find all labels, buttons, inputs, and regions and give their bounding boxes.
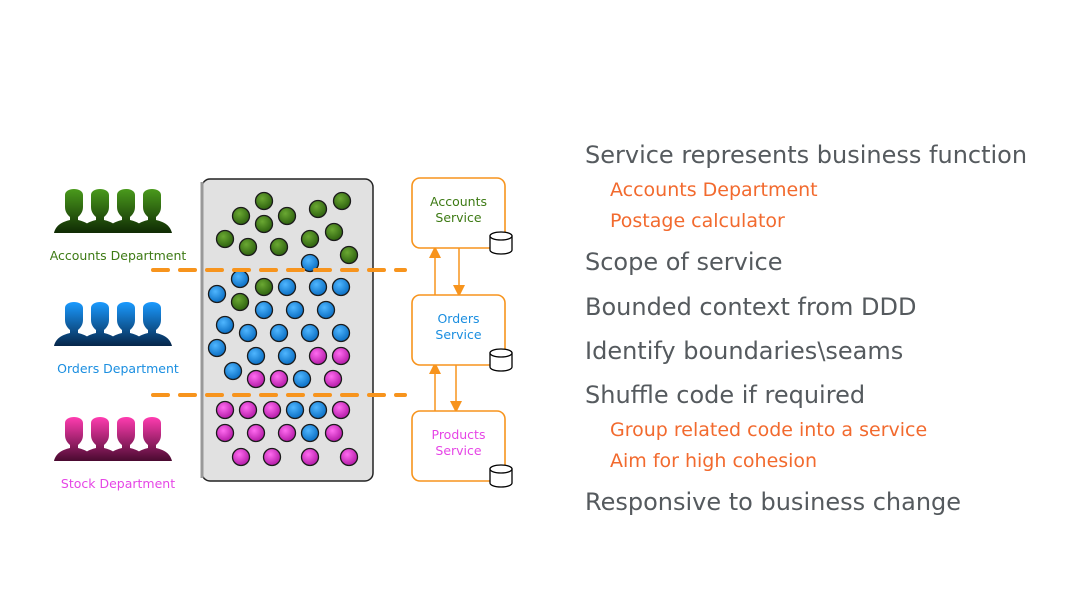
- code-dot-accounts: [215, 229, 235, 249]
- database-icon: [489, 464, 513, 488]
- code-dot-accounts: [230, 292, 250, 312]
- sub-bullet-item: Group related code into a service: [610, 419, 928, 441]
- code-dot-orders: [277, 277, 297, 297]
- code-dot-stock: [215, 400, 235, 420]
- sub-bullet-item: Accounts Department: [610, 179, 818, 201]
- bullet-item: Identify boundaries\seams: [585, 337, 904, 365]
- department-stock: Stock Department: [54, 417, 175, 491]
- code-dot-accounts: [300, 229, 320, 249]
- department-accounts: Accounts Department: [50, 189, 187, 263]
- code-dot-orders: [331, 323, 351, 343]
- code-dot-stock: [215, 423, 235, 443]
- code-dot-orders: [292, 369, 312, 389]
- code-dot-accounts: [308, 199, 328, 219]
- code-dot-stock: [262, 447, 282, 467]
- service-box: [411, 294, 506, 366]
- code-dot-orders: [215, 315, 235, 335]
- code-dot-stock: [300, 447, 320, 467]
- code-dots: [207, 191, 359, 467]
- department-orders: Orders Department: [54, 302, 179, 376]
- database-icon: [489, 348, 513, 372]
- services: AccountsServiceOrdersServiceProductsServ…: [411, 177, 513, 488]
- code-dot-accounts: [254, 191, 274, 211]
- code-dot-accounts: [277, 206, 297, 226]
- code-dot-accounts: [324, 222, 344, 242]
- code-dot-orders: [285, 300, 305, 320]
- code-dot-stock: [331, 400, 351, 420]
- code-dot-orders: [308, 400, 328, 420]
- code-dot-accounts: [254, 277, 274, 297]
- service-name-suffix: Service: [435, 327, 482, 342]
- service-name: Accounts: [430, 194, 487, 209]
- code-dot-stock: [308, 346, 328, 366]
- code-dot-accounts: [339, 245, 359, 265]
- code-dot-stock: [262, 400, 282, 420]
- service-name-suffix: Service: [435, 443, 482, 458]
- code-dot-orders: [269, 323, 289, 343]
- code-dot-accounts: [254, 214, 274, 234]
- bullet-item: Scope of service: [585, 248, 783, 276]
- code-dot-orders: [246, 346, 266, 366]
- code-dot-orders: [300, 253, 320, 273]
- code-dot-accounts: [238, 237, 258, 257]
- code-dot-orders: [223, 361, 243, 381]
- people-group-icon: [54, 302, 172, 346]
- department-label: Stock Department: [61, 476, 175, 491]
- bullet-item: Bounded context from DDD: [585, 293, 917, 321]
- code-dot-stock: [339, 447, 359, 467]
- code-dot-stock: [331, 346, 351, 366]
- service-name: Orders: [437, 311, 479, 326]
- code-dot-stock: [231, 447, 251, 467]
- code-dot-stock: [277, 423, 297, 443]
- code-dot-orders: [238, 323, 258, 343]
- department-label: Orders Department: [57, 361, 179, 376]
- database-icon: [489, 231, 513, 255]
- people-group-icon: [54, 189, 172, 233]
- service-name-suffix: Service: [435, 210, 482, 225]
- code-dot-orders: [308, 277, 328, 297]
- code-dot-orders: [316, 300, 336, 320]
- code-dot-accounts: [269, 237, 289, 257]
- service-box: [411, 410, 506, 482]
- code-dot-orders: [300, 423, 320, 443]
- code-dot-orders: [207, 338, 227, 358]
- service-name: Products: [432, 427, 486, 442]
- sub-bullet-item: Postage calculator: [610, 210, 785, 232]
- code-dot-orders: [277, 346, 297, 366]
- bullet-item: Shuffle code if required: [585, 381, 866, 409]
- code-dot-stock: [246, 369, 266, 389]
- code-dot-orders: [207, 284, 227, 304]
- bullet-item: Responsive to business change: [585, 488, 962, 516]
- service-box: [411, 177, 506, 249]
- code-dot-stock: [324, 423, 344, 443]
- department-label: Accounts Department: [50, 248, 187, 263]
- code-dot-stock: [238, 400, 258, 420]
- code-dot-orders: [331, 277, 351, 297]
- code-dot-orders: [300, 323, 320, 343]
- code-dot-orders: [230, 269, 250, 289]
- bullet-item: Service represents business function: [585, 141, 1028, 169]
- code-dot-accounts: [332, 191, 352, 211]
- people-group-icon: [54, 417, 172, 461]
- code-dot-accounts: [231, 206, 251, 226]
- code-dot-stock: [323, 369, 343, 389]
- sub-bullet-item: Aim for high cohesion: [610, 450, 818, 472]
- code-dot-orders: [285, 400, 305, 420]
- code-dot-orders: [254, 300, 274, 320]
- code-dot-stock: [269, 369, 289, 389]
- code-dot-stock: [246, 423, 266, 443]
